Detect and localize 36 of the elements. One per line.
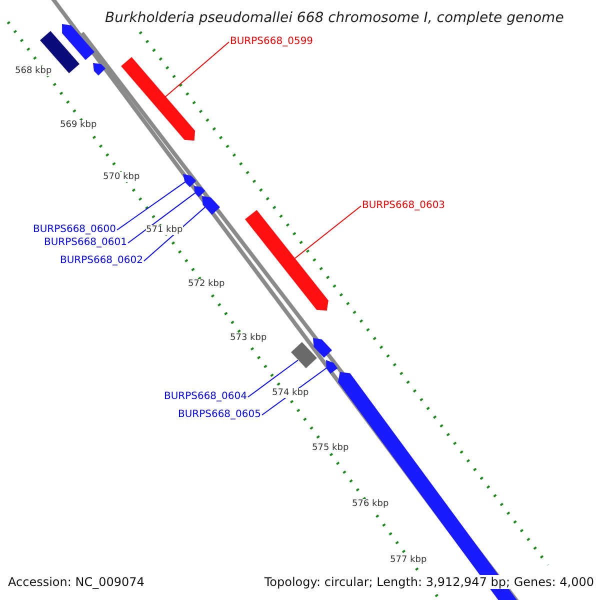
scale-label: 570 kbp xyxy=(103,172,140,182)
gene-label: BURPS668_0600 xyxy=(32,224,116,236)
leader-line xyxy=(164,42,230,98)
scale-label: 577 kbp xyxy=(390,555,427,565)
gene-bar xyxy=(93,63,106,76)
scale-label: 575 kbp xyxy=(312,443,349,453)
leader-line xyxy=(128,192,196,244)
scale-label: 569 kbp xyxy=(60,120,97,130)
gene-bar xyxy=(120,57,195,141)
scale-label: 576 kbp xyxy=(352,499,389,509)
gene-label: BURPS668_0603 xyxy=(362,200,446,212)
leader-line xyxy=(116,182,186,230)
accession-text: Accession: NC_009074 xyxy=(8,575,144,589)
gene-bar xyxy=(194,186,206,198)
gene-bar xyxy=(290,342,316,368)
gene-bar xyxy=(183,174,196,188)
gene-bar xyxy=(313,338,332,358)
scale-label: 568 kbp xyxy=(15,66,52,76)
title: Burkholderia pseudomallei 668 chromosome I, complete genome xyxy=(105,10,564,26)
gene-label: BURPS668_0602 xyxy=(60,255,143,267)
gene-label: BURPS668_0605 xyxy=(178,409,261,421)
gene-label: BURPS668_0604 xyxy=(164,391,247,403)
gene-bar xyxy=(62,24,94,60)
scale-label: 573 kbp xyxy=(230,333,267,343)
gene-label: BURPS668_0601 xyxy=(44,237,127,249)
gene-bar xyxy=(202,196,220,215)
scale-label: 571 kbp xyxy=(146,225,183,235)
scale-label: 574 kbp xyxy=(272,388,309,398)
genome-info-text: Topology: circular; Length: 3,912,947 bp; Genes: 4,000 xyxy=(264,575,594,589)
leader-line xyxy=(294,206,362,259)
leader-line xyxy=(248,360,299,398)
leader-line xyxy=(144,206,206,262)
gene-bar xyxy=(326,360,338,374)
scale-label: 572 kbp xyxy=(188,279,225,289)
gene-bar xyxy=(245,210,329,311)
gene-label: BURPS668_0599 xyxy=(230,36,314,48)
